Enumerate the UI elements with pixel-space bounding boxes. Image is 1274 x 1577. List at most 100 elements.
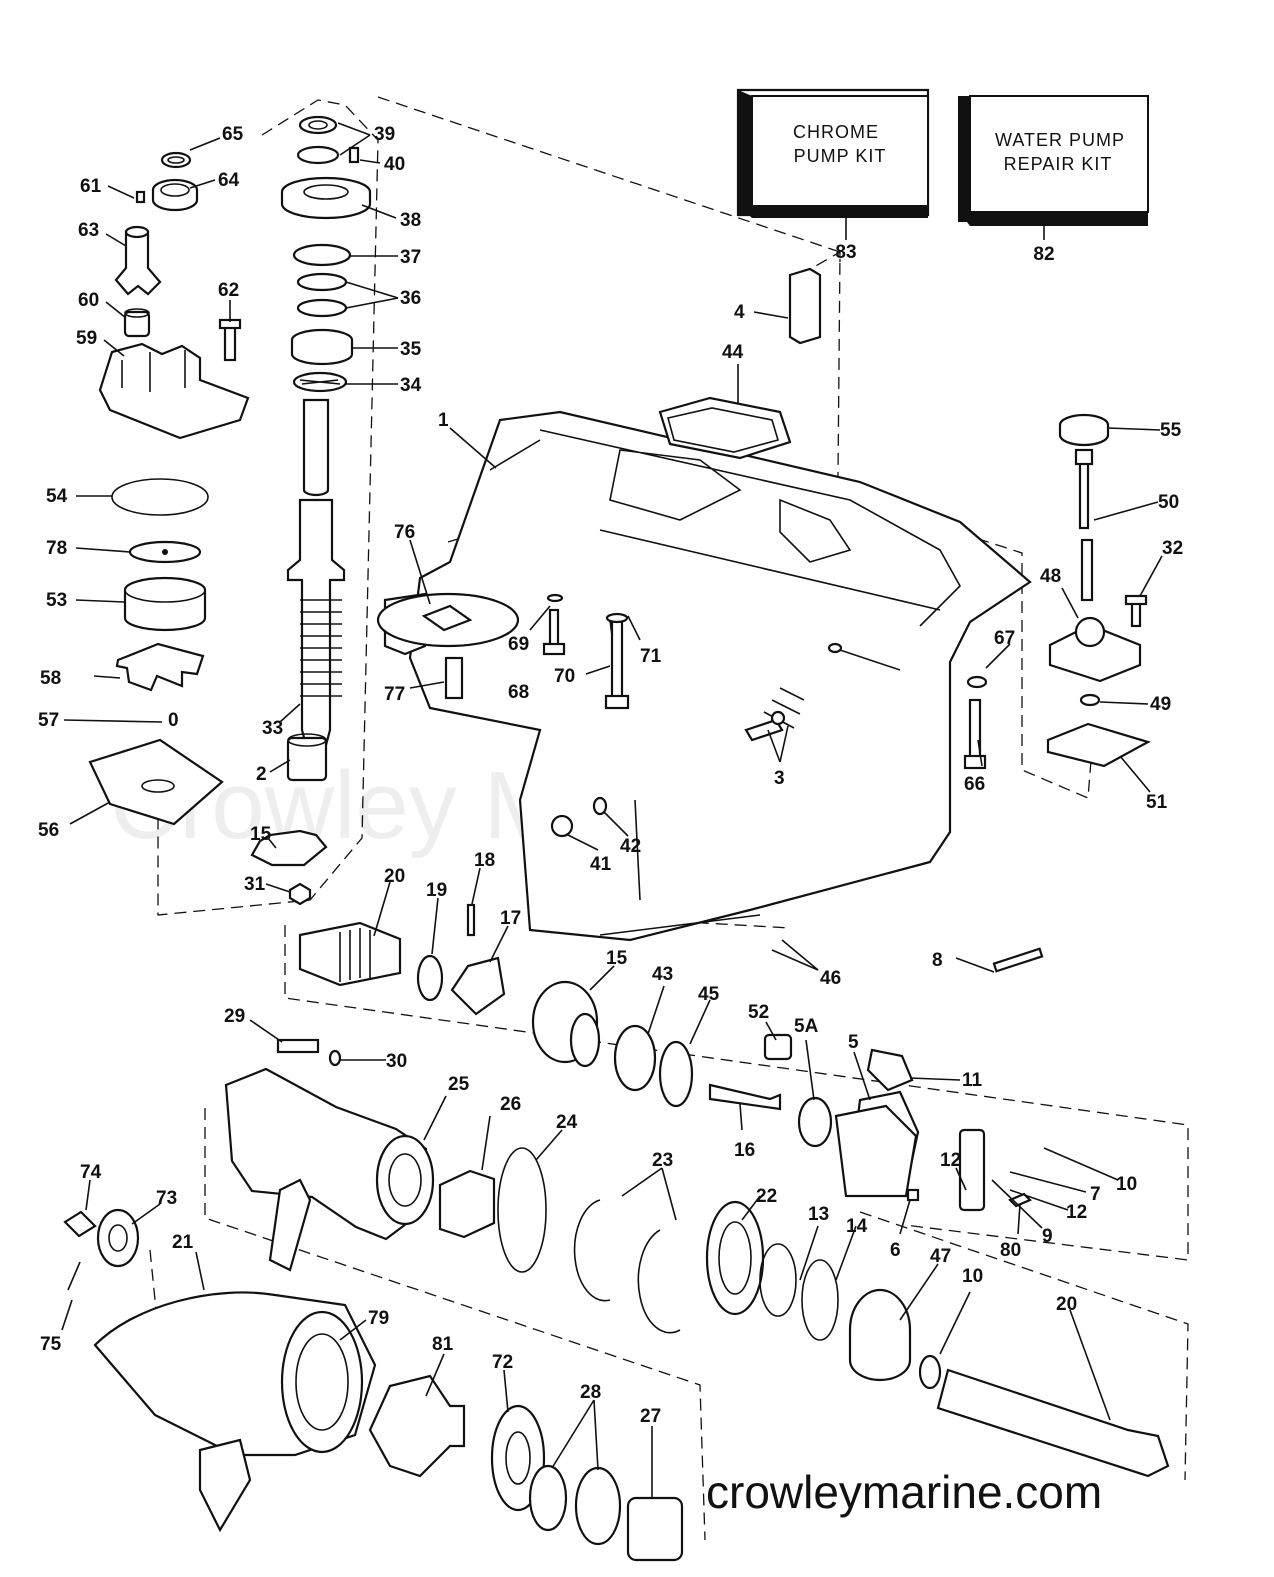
callout-label: 53	[46, 590, 67, 611]
callout-label: 71	[640, 646, 662, 667]
callout-label: 58	[40, 668, 61, 689]
callout-label: 80	[1000, 1240, 1021, 1261]
callout-label: 34	[400, 375, 422, 396]
callout-label: 32	[1162, 538, 1183, 559]
callout-label: 69	[508, 634, 529, 655]
callout-label: 37	[400, 247, 421, 268]
callout-label: 44	[722, 342, 744, 363]
water-pump-repair-kit-box: WATER PUMP REPAIR KIT 82	[958, 95, 1149, 265]
callout-label: 14	[846, 1216, 868, 1237]
callout-label: 76	[394, 522, 415, 543]
kit-label-line2: PUMP KIT	[794, 146, 887, 166]
callout-label: 62	[218, 280, 239, 301]
callout-label: 60	[78, 290, 99, 311]
callout-label: 70	[554, 666, 575, 687]
callout-label: 8	[932, 950, 943, 971]
callout-label: 31	[244, 874, 266, 895]
callout-label: 22	[756, 1186, 777, 1207]
callout-label: 10	[1116, 1174, 1137, 1195]
callout-label: 40	[384, 154, 405, 175]
callout-label: 29	[224, 1006, 245, 1027]
callout-label: 16	[734, 1140, 755, 1161]
callout-label: 42	[620, 836, 641, 857]
callout-label: 72	[492, 1352, 513, 1373]
callout-label: 38	[400, 210, 421, 231]
callout-label: 74	[80, 1162, 102, 1183]
kit-label-line1: WATER PUMP	[995, 130, 1125, 150]
propeller-group	[63, 1178, 684, 1562]
driveshaft-stack	[250, 115, 372, 906]
callout-label: 73	[156, 1188, 177, 1209]
kit-label-line1: CHROME	[793, 122, 879, 142]
callout-label: 61	[80, 176, 102, 197]
callout-label: 10	[962, 1266, 983, 1287]
callout-label: 66	[964, 774, 985, 795]
washer-57: 0	[168, 710, 179, 731]
callout-label: 46	[820, 968, 841, 989]
callout-label: 18	[474, 850, 495, 871]
callout-label: 15	[250, 824, 272, 845]
callout-label: 5	[848, 1032, 859, 1053]
callout-label: 67	[994, 628, 1015, 649]
callout-label: 65	[222, 124, 244, 145]
callout-label: 13	[808, 1204, 829, 1225]
callout-label: 56	[38, 820, 59, 841]
callout-label: 68	[508, 682, 529, 703]
callout-label: 4	[734, 302, 745, 323]
callout-label: 21	[172, 1232, 194, 1253]
callout-label: 5A	[794, 1016, 819, 1037]
callout-label: 26	[500, 1094, 521, 1115]
callout-label: 48	[1040, 566, 1061, 587]
callout-label: 9	[1042, 1226, 1053, 1247]
trim-tab-anode	[376, 592, 520, 700]
callout-label: 59	[76, 328, 97, 349]
callout-label: 75	[40, 1334, 62, 1355]
callout-label: 1	[438, 410, 449, 431]
callout-label: 55	[1160, 420, 1182, 441]
callout-label: 63	[78, 220, 99, 241]
callout-label: 33	[262, 718, 283, 739]
callout-label: 39	[374, 124, 395, 145]
callout-label: 12	[1066, 1202, 1087, 1223]
callout-label: 30	[386, 1051, 407, 1072]
site-url: crowleymarine.com	[706, 1466, 1102, 1518]
callout-label: 54	[46, 486, 68, 507]
callout-label: 51	[1146, 792, 1168, 813]
callout-label: 15	[606, 948, 628, 969]
callout-label: 45	[698, 984, 720, 1005]
chrome-pump-kit-box: CHROME PUMP KIT 83	[736, 88, 930, 263]
shift-linkage	[1046, 413, 1151, 768]
callout-label: 47	[930, 1246, 951, 1267]
callout-label: 64	[218, 170, 240, 191]
callout-label: 20	[384, 866, 405, 887]
callout-label: 3	[774, 768, 785, 789]
callout-label: 79	[368, 1308, 389, 1329]
callout-label: 7	[1090, 1184, 1101, 1205]
kit-label-line2: REPAIR KIT	[1004, 154, 1113, 174]
callout-label: 19	[426, 880, 447, 901]
callout-label: 23	[652, 1150, 673, 1171]
callout-label: 49	[1150, 694, 1171, 715]
callout-label: 78	[46, 538, 67, 559]
propeller-shaft-group	[224, 903, 1170, 1478]
callout-label: 2	[256, 764, 267, 785]
callout-label: 41	[590, 854, 612, 875]
callout-label: 50	[1158, 492, 1179, 513]
callout-label: 6	[890, 1240, 901, 1261]
callout-label: 43	[652, 964, 673, 985]
callout-label: 12	[940, 1150, 961, 1171]
callout-label: 11	[962, 1070, 983, 1091]
callout-label: 27	[640, 1406, 661, 1427]
callout-label: 57	[38, 710, 59, 731]
callout-label: 17	[500, 908, 521, 929]
fasteners	[542, 593, 988, 838]
callout-label: 77	[384, 684, 405, 705]
callout-label: 36	[400, 288, 421, 309]
kit-number: 83	[835, 242, 856, 263]
callout-label: 24	[556, 1112, 578, 1133]
kit-number: 82	[1033, 244, 1054, 265]
callout-label: 35	[400, 339, 422, 360]
callout-label: 28	[580, 1382, 601, 1403]
callout-label: 25	[448, 1074, 470, 1095]
